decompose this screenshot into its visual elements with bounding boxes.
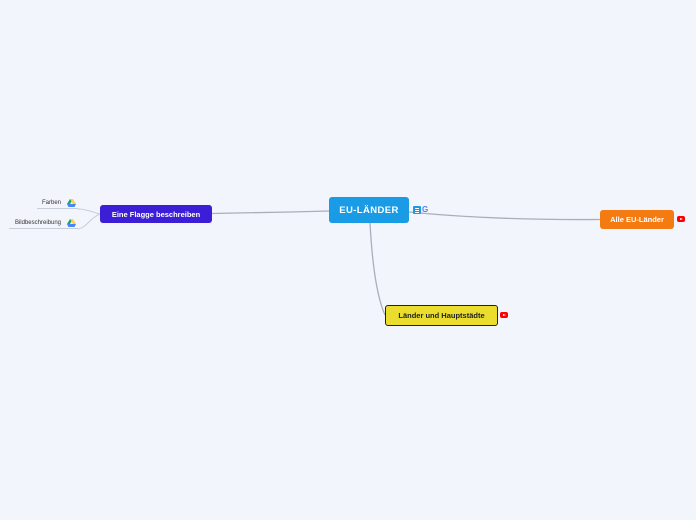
branch-eine-flagge-beschreiben[interactable]: Eine Flagge beschreiben (100, 205, 212, 223)
branch-laender-label: Länder und Hauptstädte (398, 311, 485, 320)
google-icon[interactable]: G (422, 205, 429, 214)
central-topic[interactable]: EU-LÄNDER (329, 197, 409, 223)
central-topic-label: EU-LÄNDER (339, 204, 399, 216)
branch-alle-label: Alle EU-Länder (610, 215, 664, 224)
leaf-farben[interactable]: Farben (37, 200, 78, 209)
leaf-bildbeschreibung-label: Bildbeschreibung (14, 220, 61, 226)
google-drive-icon[interactable] (67, 199, 76, 207)
branch-laender-und-hauptstaedte[interactable]: Länder und Hauptstädte (385, 305, 498, 326)
leaf-farben-label: Farben (41, 200, 61, 206)
notes-icon[interactable] (413, 206, 421, 214)
branch-alle-eu-laender[interactable]: Alle EU-Länder (600, 210, 674, 229)
youtube-icon[interactable] (500, 312, 508, 318)
connector-central-flagge (211, 210, 330, 215)
branch-flagge-label: Eine Flagge beschreiben (111, 209, 201, 219)
connector-central-laender (369, 222, 386, 316)
connector-flagge-farben (77, 208, 101, 215)
leaf-bildbeschreibung[interactable]: Bildbeschreibung (9, 220, 78, 229)
connector-flagge-bildbeschreibung (77, 213, 101, 230)
connector-central-alle (408, 211, 601, 221)
youtube-icon[interactable] (677, 216, 685, 222)
google-drive-icon[interactable] (67, 219, 76, 227)
